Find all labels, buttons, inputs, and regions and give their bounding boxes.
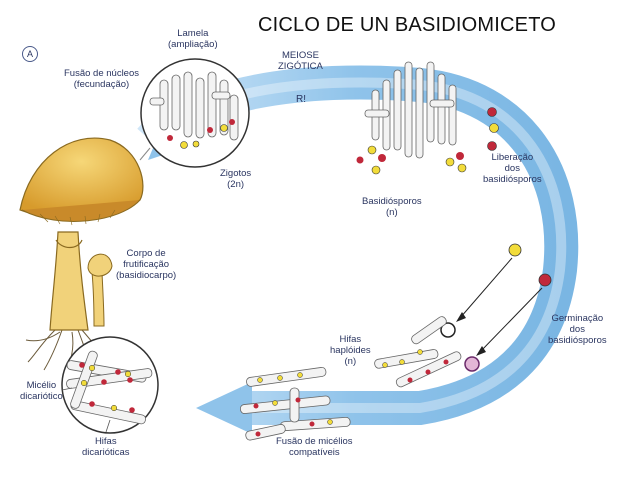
cycle-arrowhead-left — [196, 382, 252, 434]
label-lamela: Lamela(ampliação) — [168, 28, 218, 50]
label-basidiosporos: Basidiósporos(n) — [362, 196, 422, 218]
germinating-spores — [440, 243, 552, 372]
mushroom-basidiocarp — [19, 137, 144, 373]
mycelium-fusion — [239, 387, 351, 441]
basidiospore-dots — [356, 145, 467, 175]
micelio-pointer — [61, 387, 73, 391]
basidia-cluster — [356, 61, 467, 175]
panel-letter: A — [22, 46, 38, 62]
fusion-nuclei — [253, 397, 333, 437]
diagram-title: CICLO DE UN BASIDIOMICETO — [258, 14, 557, 36]
hifas-pointer — [105, 419, 111, 433]
label-zigotos: Zigotos(2n) — [220, 168, 252, 190]
haploid-nuclei — [257, 349, 449, 383]
lamela-pointer — [139, 147, 151, 161]
haploid-hyphae — [246, 316, 462, 388]
lamela-magnified-circle — [140, 58, 250, 168]
label-r: R! — [296, 94, 306, 105]
zygote-nuclei — [167, 119, 235, 149]
dikaryotic-mycelium-circle — [61, 336, 159, 434]
label-fusao-nucleos: Fusão de núcleos(fecundação) — [64, 68, 139, 90]
released-spores — [487, 107, 499, 151]
